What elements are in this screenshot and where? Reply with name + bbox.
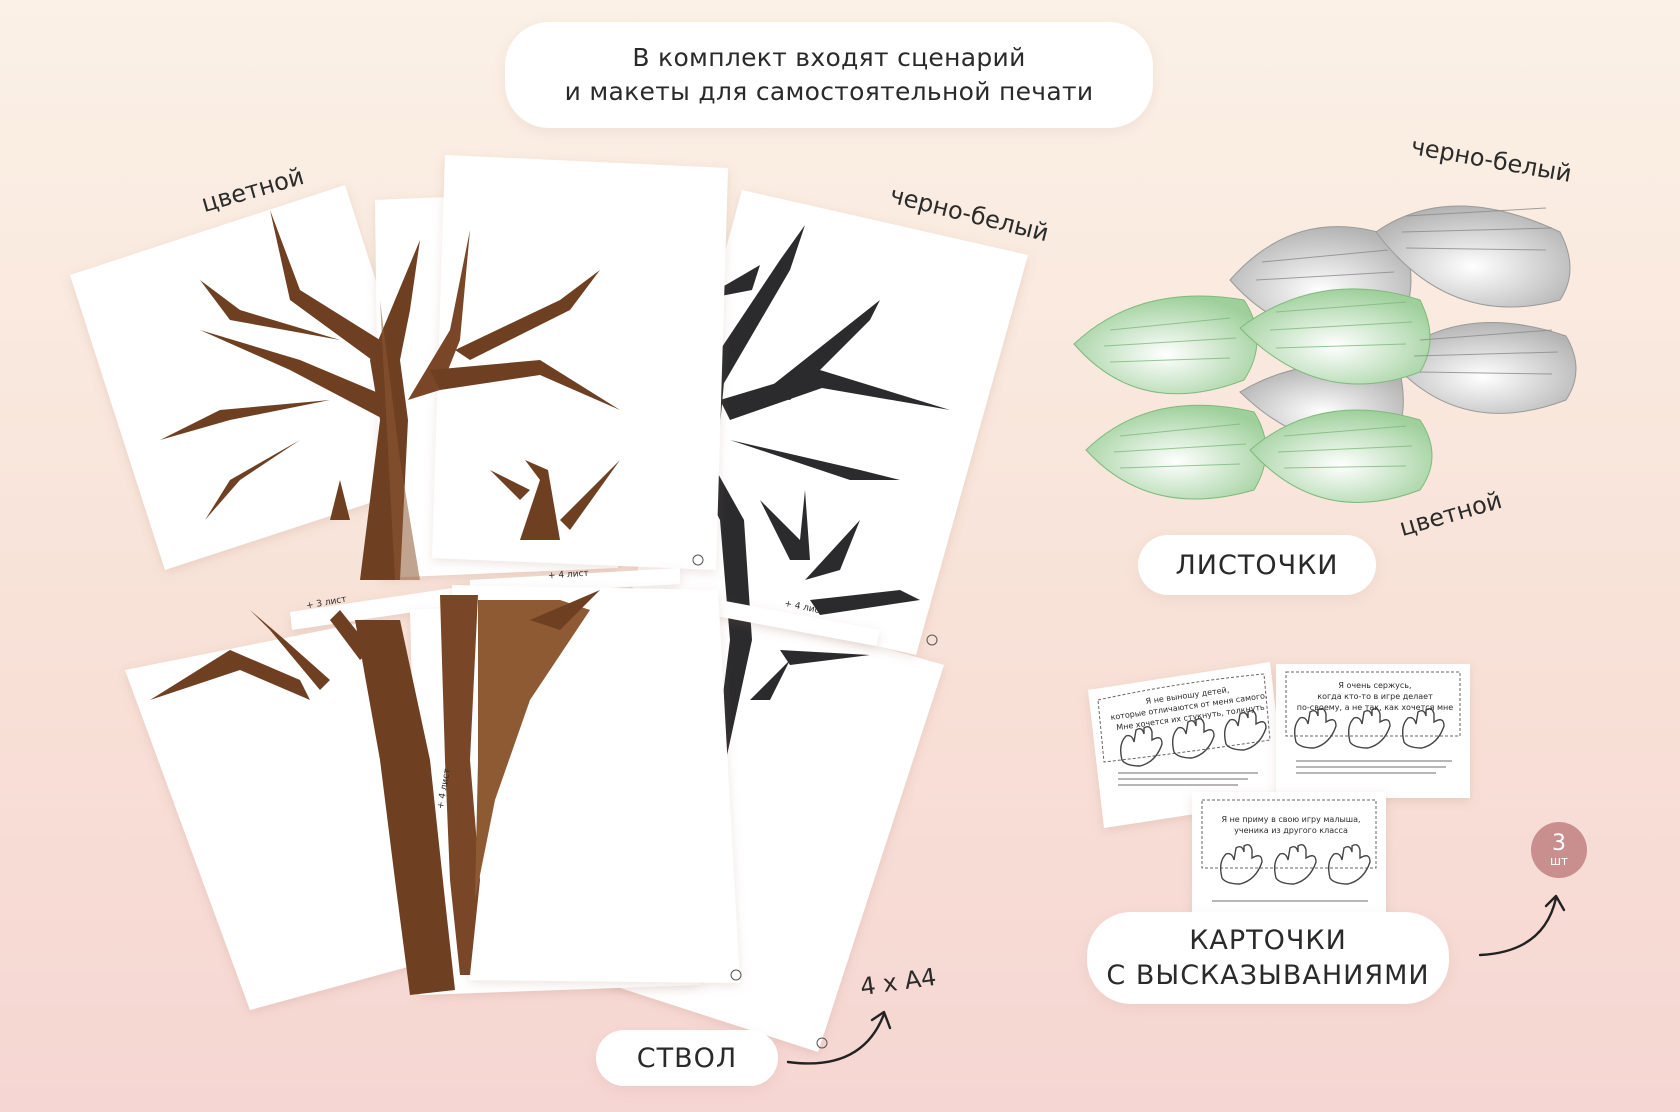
cards-pill: КАРТОЧКИ С ВЫСКАЗЫВАНИЯМИ (1087, 912, 1449, 1004)
card-2-line-3: по-своему, а не так, как хочется мне (1296, 703, 1454, 712)
card-2-line-2: когда кто-то в игре делает (1317, 692, 1433, 701)
cards-group (1088, 662, 1470, 916)
cards-title-line-2: С ВЫСКАЗЫВАНИЯМИ (1106, 960, 1430, 991)
card-2-text: Я очень сержусь, когда кто-то в игре дел… (1290, 680, 1460, 713)
color-sheet-top-left (70, 185, 440, 570)
cards-title-line-1: КАРТОЧКИ (1189, 925, 1347, 956)
color-sheet-top-right (432, 155, 728, 570)
header-line-2: и макеты для самостоятельной печати (564, 77, 1094, 106)
trunk-title: СТВОЛ (636, 1042, 738, 1074)
leaf-green-3 (1085, 404, 1267, 500)
color-tree-upper (160, 210, 620, 580)
count-badge: 3 шт (1531, 822, 1587, 878)
badge-unit: шт (1550, 854, 1568, 868)
leaf-green-4 (1249, 409, 1433, 503)
leaf-green-1 (1073, 295, 1258, 395)
card-2 (1276, 664, 1470, 798)
leaf-grey-3 (1389, 322, 1577, 414)
card-3-line-2: ученика из другого класса (1234, 826, 1348, 835)
header-pill: В комплект входят сценарий и макеты для … (505, 22, 1153, 128)
leaves-group (1073, 205, 1577, 503)
leaves-title: ЛИСТОЧКИ (1175, 549, 1339, 581)
card-1 (1088, 662, 1286, 828)
card-3-text: Я не приму в свою игру малыша, ученика и… (1206, 814, 1376, 836)
arrow-curve-icon (786, 894, 1566, 1065)
color-tree-trunk (150, 590, 600, 995)
card-3-line-1: Я не приму в свою игру малыша, (1221, 815, 1361, 824)
badge-number: 3 (1552, 831, 1566, 856)
header-line-1: В комплект входят сценарий (632, 43, 1026, 72)
leaves-pill: ЛИСТОЧКИ (1138, 535, 1376, 595)
hand-icon (1119, 707, 1445, 885)
sheet-page-marks (692, 554, 938, 1049)
trunk-pill: СТВОЛ (596, 1030, 778, 1086)
card-2-line-1: Я очень сержусь, (1338, 681, 1412, 690)
leaf-green-2 (1239, 288, 1431, 385)
